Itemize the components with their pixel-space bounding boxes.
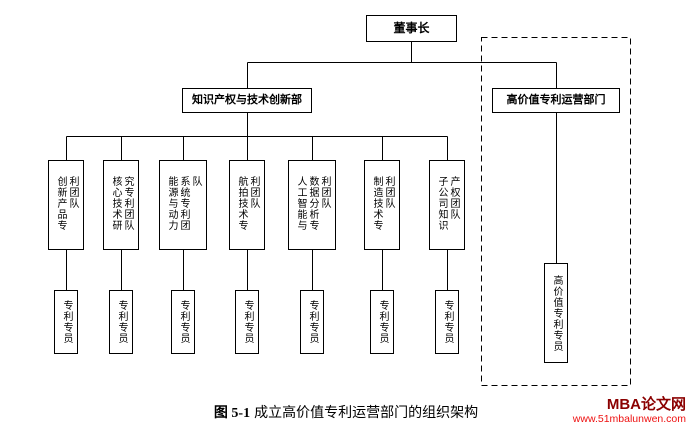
team-label: 核心技术研究专利团队	[110, 176, 133, 231]
patent-specialist-label: 专利专员	[377, 300, 388, 344]
watermark-site-url: www.51mbalunwen.com	[572, 413, 686, 426]
patent-specialist-label: 专利专员	[178, 300, 189, 344]
hv-patent-specialist-label: 高价值专利专员	[551, 274, 562, 352]
team-box-energy-power-system: 能源与动力系统专利团队	[159, 160, 207, 250]
team-label: 能源与动力系统专利团队	[166, 176, 201, 231]
chairman-box: 董事长	[366, 15, 457, 42]
patent-specialist-label: 专利专员	[116, 300, 127, 344]
figure-caption-number: 图 5-1	[213, 406, 251, 421]
team-box-aerial-photo-tech: 航拍技术专利团队	[229, 160, 265, 250]
team-label: 制造技术专利团队	[371, 176, 394, 231]
patent-specialist-box: 专利专员	[300, 290, 324, 354]
team-label: 子公司知识产权团队	[436, 176, 459, 231]
hv-patent-specialist-box: 高价值专利专员	[544, 263, 568, 363]
team-box-core-tech-research: 核心技术研究专利团队	[103, 160, 139, 250]
patent-specialist-box: 专利专员	[235, 290, 259, 354]
chairman-label: 董事长	[393, 20, 430, 35]
patent-specialist-box: 专利专员	[54, 290, 78, 354]
patent-specialist-label: 专利专员	[442, 300, 453, 344]
team-label: 创新产品专利团队	[55, 176, 78, 231]
ip-innovation-dept-label: 知识产权与技术创新部	[192, 94, 302, 107]
patent-specialist-box: 专利专员	[435, 290, 459, 354]
hv-patent-ops-dept-box: 高价值专利运营部门	[492, 88, 620, 113]
watermark-site-name: MBA论文网	[606, 396, 686, 413]
patent-specialist-label: 专利专员	[61, 300, 72, 344]
hv-patent-ops-dept-label: 高价值专利运营部门	[506, 94, 606, 107]
team-box-innovation-product: 创新产品专利团队	[48, 160, 84, 250]
team-box-ai-data-analysis: 人工智能与数据分析专利团队	[288, 160, 336, 250]
patent-specialist-box: 专利专员	[171, 290, 195, 354]
team-box-manufacturing-tech: 制造技术专利团队	[364, 160, 400, 250]
patent-specialist-box: 专利专员	[370, 290, 394, 354]
ip-innovation-dept-box: 知识产权与技术创新部	[182, 88, 312, 113]
figure-caption-text: 成立高价值专利运营部门的组织架构	[254, 406, 479, 421]
team-label: 人工智能与数据分析专利团队	[295, 176, 330, 231]
patent-specialist-label: 专利专员	[307, 300, 318, 344]
team-box-subsidiary-ip: 子公司知识产权团队	[429, 160, 465, 250]
patent-specialist-box: 专利专员	[109, 290, 133, 354]
patent-specialist-label: 专利专员	[242, 300, 253, 344]
watermark: MBA论文网 www.51mbalunwen.com	[573, 396, 686, 425]
team-label: 航拍技术专利团队	[236, 176, 259, 231]
